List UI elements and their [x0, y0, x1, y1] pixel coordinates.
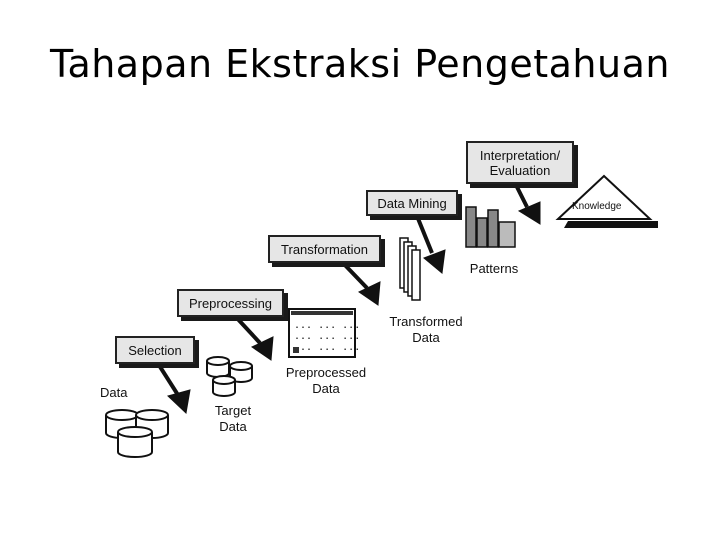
transformed-data-label: Transformed Data — [389, 314, 463, 345]
doc-row-3: ... ... ... — [294, 342, 360, 353]
doc-row-2: ... ... ... — [294, 331, 360, 342]
knowledge-label: Knowledge — [572, 201, 622, 212]
patterns-label: Patterns — [469, 261, 519, 276]
patterns-bars-icon — [465, 206, 516, 248]
flow-arrows — [155, 184, 541, 415]
selection-stage-box: Selection — [115, 336, 195, 364]
doc-row-1: ... ... ... — [294, 320, 360, 331]
interpretation-stage-box: Interpretation/ Evaluation — [466, 141, 574, 184]
knowledge-pyramid-icon — [555, 174, 658, 228]
data-cylinders-icon — [105, 409, 169, 458]
target-data-label: Target Data — [214, 403, 252, 434]
data-mining-stage-box: Data Mining — [366, 190, 458, 216]
target-data-cylinders-icon — [206, 356, 253, 397]
data-label: Data — [100, 385, 128, 400]
transformation-stage-box: Transformation — [268, 235, 381, 263]
preprocessed-data-label: Preprocessed Data — [285, 365, 367, 396]
page-title: Tahapan Ekstraksi Pengetahuan — [50, 42, 670, 86]
preprocessed-data-document-icon: ... ... ... ... ... ... ... ... ... — [288, 308, 360, 358]
transformed-data-pages-icon — [399, 237, 421, 301]
preprocessing-stage-box: Preprocessing — [177, 289, 284, 317]
